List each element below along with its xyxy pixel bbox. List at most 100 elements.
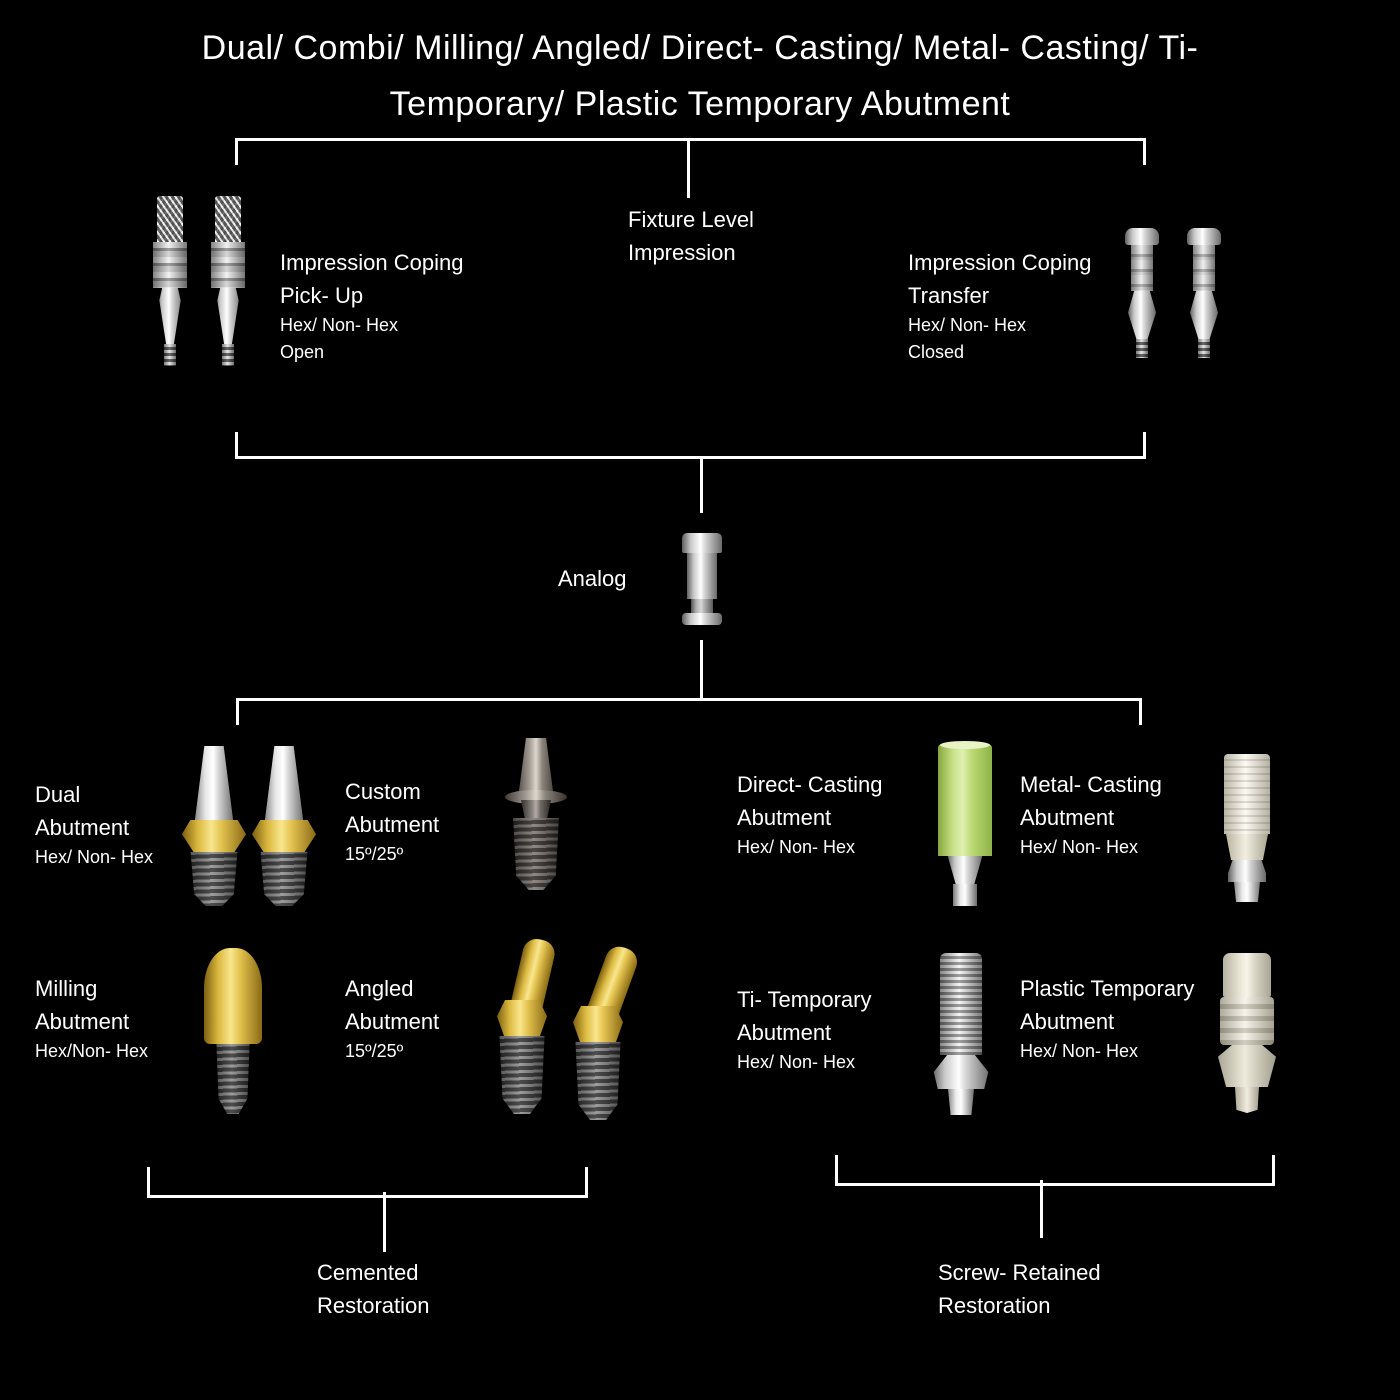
transfer-sub1: Hex/ Non- Hex (908, 315, 1027, 335)
connector-screw-retained-stem (1040, 1180, 1043, 1238)
coping-dome-cap-icon (1125, 228, 1159, 245)
coping-thread-tip-icon (222, 344, 234, 366)
coping-shaft-icon (1193, 245, 1215, 291)
coping-body-icon (159, 288, 181, 344)
coping-rings-icon (211, 242, 245, 288)
coping-body-icon (217, 288, 239, 344)
screw-retained-restoration-label: Screw- Retained Restoration (938, 1256, 1101, 1322)
gold-collar-icon (497, 1000, 547, 1036)
custom-abutment-image (500, 738, 572, 890)
dual-line1: Dual (35, 782, 81, 807)
dual-line3: Hex/ Non- Hex (35, 847, 154, 867)
abutment-cone-icon (518, 738, 554, 796)
angled-abutment-label: Angled Abutment 15º/25º (345, 972, 439, 1065)
transfer-coping-image-1 (1124, 228, 1160, 358)
metal-base-icon (947, 856, 983, 884)
flared-base-icon (933, 1055, 989, 1089)
ti-temporary-image (932, 953, 990, 1118)
coping-shaft-icon (1131, 245, 1153, 291)
cemented-line2: Restoration (317, 1293, 430, 1318)
abutment-cone-icon (264, 746, 304, 822)
bracket-cemented (147, 1167, 588, 1198)
fixture-level-line1: Fixture Level (628, 207, 754, 232)
direct-line1: Direct- Casting (737, 772, 883, 797)
connector-cemented-stem (383, 1192, 386, 1252)
direct-casting-image (938, 741, 992, 906)
custom-line1: Custom (345, 779, 421, 804)
transfer-title2: Transfer (908, 283, 990, 308)
angled-abutment-image-1 (488, 936, 560, 1116)
coping-thread-tip-icon (1198, 339, 1210, 358)
metal-casting-image (1224, 754, 1270, 904)
angled-abutment-image-2 (564, 942, 641, 1122)
coping-dome-cap-icon (1187, 228, 1221, 245)
abutment-gold-collar-icon (252, 820, 316, 854)
metal-base-icon (1228, 860, 1266, 882)
ti-line3: Hex/ Non- Hex (737, 1052, 856, 1072)
custom-line2: Abutment (345, 812, 440, 837)
coping-knurl-icon (215, 196, 241, 242)
sleeve-top-icon (940, 741, 990, 749)
hex-tip-icon (1234, 882, 1260, 902)
metal-casting-label: Metal- Casting Abutment Hex/ Non- Hex (1020, 768, 1162, 861)
coping-thread-tip-icon (1136, 339, 1148, 358)
implant-screw-icon (216, 1044, 250, 1114)
hex-tip-icon (948, 1089, 974, 1115)
hex-tip-icon (953, 884, 977, 906)
impression-transfer-label: Impression Coping Transfer Hex/ Non- Hex… (908, 246, 1091, 366)
dual-abutment-image-1 (182, 744, 246, 906)
sleeve-taper-icon (1226, 834, 1268, 860)
direct-casting-label: Direct- Casting Abutment Hex/ Non- Hex (737, 768, 882, 861)
connector-analog-bottom (700, 640, 703, 698)
milling-line1: Milling (35, 976, 98, 1001)
pickup-coping-image-2 (210, 196, 246, 366)
metalcast-line3: Hex/ Non- Hex (1020, 837, 1139, 857)
coping-rings-icon (153, 242, 187, 288)
coping-knurl-icon (157, 196, 183, 242)
plastic-temporary-image (1218, 953, 1276, 1118)
analog-base-icon (682, 613, 722, 625)
dual-abutment-label: Dual Abutment Hex/ Non- Hex (35, 778, 153, 871)
fixture-level-line2: Impression (628, 240, 736, 265)
pickup-coping-image-1 (152, 196, 188, 366)
plastic-temporary-label: Plastic Temporary Abutment Hex/ Non- Hex (1020, 972, 1194, 1065)
bracket-abutments (236, 698, 1142, 725)
plastic-flare-icon (1218, 1045, 1276, 1087)
threaded-rod-icon (940, 953, 982, 1055)
implant-screw-icon (499, 1036, 545, 1114)
analog-cap-icon (682, 533, 722, 553)
fixture-level-label: Fixture Level Impression (628, 203, 754, 269)
abutment-neck-icon (521, 800, 551, 820)
transfer-title1: Impression Coping (908, 250, 1092, 275)
transfer-coping-image-2 (1186, 228, 1222, 358)
ribbed-sleeve-icon (1224, 754, 1270, 834)
angled-line3: 15º/25º (345, 1041, 404, 1061)
milling-line3: Hex/Non- Hex (35, 1041, 149, 1061)
bracket-fixture-level (235, 138, 1146, 165)
analog-label: Analog (558, 566, 627, 591)
gold-abutment-icon (204, 948, 262, 1044)
ti-temporary-label: Ti- Temporary Abutment Hex/ Non- Hex (737, 983, 871, 1076)
abutment-cone-icon (194, 746, 234, 822)
implant-screw-icon (513, 818, 559, 890)
page-title-line2: Temporary/ Plastic Temporary Abutment (389, 85, 1011, 123)
custom-abutment-label: Custom Abutment 15º/25º (345, 775, 439, 868)
analog-image (682, 533, 722, 625)
connector-fixture-stem (687, 138, 690, 198)
plastic-ribs-icon (1220, 997, 1274, 1045)
transfer-sub2: Closed (908, 342, 965, 362)
implant-screw-icon (190, 852, 238, 906)
casting-sleeve-icon (938, 744, 992, 856)
angled-line2: Abutment (345, 1009, 440, 1034)
abutment-gold-collar-icon (182, 820, 246, 854)
coping-body-icon (1128, 291, 1156, 339)
connector-analog-top (700, 456, 703, 513)
impression-pickup-label: Impression Coping Pick- Up Hex/ Non- Hex… (280, 246, 463, 366)
pickup-title2: Pick- Up (280, 283, 364, 308)
abutment-lip-icon (505, 790, 567, 804)
coping-body-icon (1190, 291, 1218, 339)
metalcast-line1: Metal- Casting (1020, 772, 1162, 797)
bracket-screw-retained (835, 1155, 1275, 1186)
screw-retained-line2: Restoration (938, 1293, 1051, 1318)
pickup-sub2: Open (280, 342, 325, 362)
